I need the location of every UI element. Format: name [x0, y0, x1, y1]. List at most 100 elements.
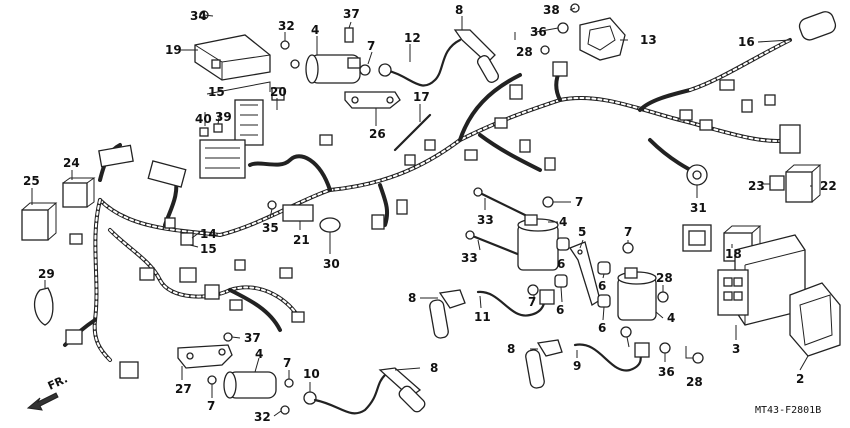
plug-cap-8-low — [525, 339, 563, 389]
small-hardware — [180, 10, 371, 246]
grommet-36-low — [659, 342, 671, 354]
callout-26: 26 — [369, 127, 386, 141]
connector-23 — [769, 175, 785, 191]
callout-24: 24 — [63, 156, 80, 170]
spacers-6 — [554, 237, 611, 308]
grommet-36-top — [557, 22, 569, 34]
ignition-coil-top — [305, 54, 361, 84]
callout-4-low: 4 — [255, 347, 263, 361]
callout-14: 14 — [200, 227, 217, 241]
leader-lines — [31, 7, 812, 417]
callout-8-low-right: 8 — [430, 361, 438, 375]
callout-21: 21 — [293, 233, 310, 247]
callout-6-b: 6 — [598, 279, 606, 293]
callout-29: 29 — [38, 267, 55, 281]
callout-27: 27 — [175, 382, 192, 396]
callout-19: 19 — [165, 43, 182, 57]
callout-18: 18 — [725, 247, 742, 261]
relay-24 — [62, 177, 96, 208]
callout-numbers: 34 32 37 8 38 36 28 13 16 19 4 7 12 15 4… — [23, 3, 837, 424]
callout-32-low: 32 — [254, 410, 271, 424]
ignition-coil-bottom — [223, 371, 277, 399]
callout-7-mid-a: 7 — [575, 195, 583, 209]
callout-9: 9 — [573, 359, 581, 373]
bracket-5 — [569, 241, 601, 306]
nut-7-b — [542, 196, 554, 208]
front-direction-label: FR. — [46, 372, 70, 392]
callout-2: 2 — [796, 372, 804, 386]
harness-band — [33, 287, 54, 326]
callout-7-low-a: 7 — [207, 399, 215, 413]
callout-17: 17 — [413, 90, 430, 104]
figure-code: MT43-F2801B — [755, 405, 821, 416]
plug-wire-top — [378, 29, 500, 87]
callout-8-mid: 8 — [408, 291, 416, 305]
callout-20: 20 — [270, 85, 287, 99]
callout-12: 12 — [404, 31, 421, 45]
callout-23: 23 — [748, 179, 765, 193]
callout-13: 13 — [640, 33, 657, 47]
callout-7-top-a: 7 — [367, 39, 375, 53]
ignition-coil-middle — [517, 214, 559, 271]
nut-7-f — [284, 378, 294, 388]
callout-37-low: 37 — [244, 331, 261, 345]
callout-7-mid-b: 7 — [624, 225, 632, 239]
control-unit-13 — [579, 17, 626, 61]
sensor-16 — [798, 11, 837, 41]
callout-28-low: 28 — [686, 375, 703, 389]
front-direction-arrow: FR. — [26, 372, 70, 411]
nut-7-c — [527, 284, 539, 296]
nut-7-d — [620, 326, 632, 338]
relay-socket-1 — [682, 224, 712, 252]
callout-15-mid: 15 — [200, 242, 217, 256]
callout-4-right: 4 — [667, 311, 675, 325]
callout-40: 40 — [195, 112, 212, 126]
washer-28-mid — [657, 291, 669, 303]
callout-8-top: 8 — [455, 3, 463, 17]
plug-wire-10 — [303, 367, 426, 415]
control-unit-3 — [717, 234, 806, 326]
callout-4-mid: 4 — [559, 215, 567, 229]
plug-wire-9 — [573, 342, 650, 372]
harness-connectors — [65, 61, 801, 379]
callout-8-low-mid: 8 — [507, 342, 515, 356]
callout-3: 3 — [732, 342, 740, 356]
callout-6-c: 6 — [556, 303, 564, 317]
main-wire-harness — [63, 38, 792, 362]
callout-37-top: 37 — [343, 7, 360, 21]
callout-11: 11 — [474, 310, 491, 324]
ignition-coil-lower-right — [617, 267, 657, 321]
callout-34: 34 — [190, 9, 207, 23]
fuse-block — [199, 87, 285, 179]
callout-28-top: 28 — [516, 45, 533, 59]
callout-33-a: 33 — [477, 213, 494, 227]
nut-7-e — [207, 375, 217, 385]
callout-30: 30 — [323, 257, 340, 271]
callout-4-top: 4 — [311, 23, 319, 37]
callout-7-mid-c: 7 — [528, 295, 536, 309]
callout-6-a: 6 — [557, 257, 565, 271]
callout-5: 5 — [578, 225, 586, 239]
callout-7-low-b: 7 — [283, 356, 291, 370]
callout-6-d: 6 — [598, 321, 606, 335]
callout-15-top: 15 — [208, 85, 225, 99]
fuse-box-cover — [194, 34, 271, 81]
callout-35: 35 — [262, 221, 279, 235]
callout-16: 16 — [738, 35, 755, 49]
callout-32-top: 32 — [278, 19, 295, 33]
bolt-32-low — [280, 405, 290, 415]
callout-10: 10 — [303, 367, 320, 381]
callout-22: 22 — [820, 179, 837, 193]
plug-cap-8-mid — [429, 289, 466, 339]
plug-wire-11 — [476, 289, 555, 317]
callout-31: 31 — [690, 201, 707, 215]
washer-28-top — [540, 45, 550, 55]
callout-36-top: 36 — [530, 25, 547, 39]
bracket-27 — [177, 344, 233, 369]
relay-25 — [21, 202, 58, 241]
callout-38: 38 — [543, 3, 560, 17]
washer-28-low — [692, 352, 704, 364]
tube-17 — [393, 113, 432, 152]
cover-2 — [789, 282, 841, 357]
